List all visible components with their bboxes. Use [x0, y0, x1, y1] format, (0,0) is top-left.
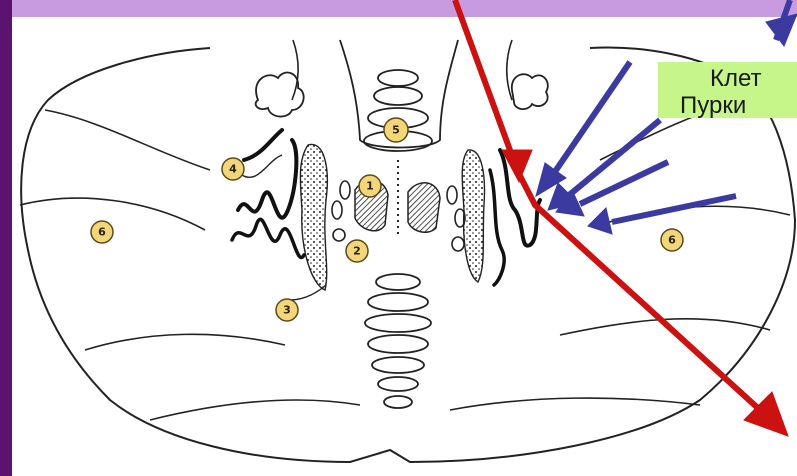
- marker-6-right-label: 6: [668, 234, 676, 247]
- left-folia-ribbon: [238, 130, 296, 218]
- left-fissure-upper: [45, 110, 210, 170]
- marker-5-label: 5: [392, 124, 400, 137]
- marker-4-label: 4: [229, 163, 237, 176]
- label-line-2: Пурки: [680, 92, 746, 120]
- marker-4: 4: [222, 158, 244, 180]
- marker-2-label: 2: [353, 245, 361, 258]
- marker-6-left-label: 6: [98, 226, 106, 239]
- right-folia-ribbon-2: [490, 170, 504, 285]
- right-nucleus-oval-3: [452, 237, 464, 251]
- left-dotted-band: [300, 144, 327, 290]
- purkinje-cell-label-box: Клет Пурки: [658, 62, 797, 118]
- right-nucleus-oval-1: [447, 186, 457, 204]
- marker-6-right: 6: [661, 229, 683, 251]
- marker-1-label: 1: [366, 180, 374, 193]
- left-nucleus-oval-2: [332, 201, 342, 219]
- marker-1: 1: [359, 175, 381, 197]
- marker-3: 3: [276, 299, 298, 321]
- right-flocculus: [512, 74, 548, 109]
- blue-arrow-4-head: [588, 208, 612, 234]
- blue-arrow-4: [612, 196, 736, 222]
- brainstem-oval-1: [378, 70, 418, 86]
- right-dentate-block: [408, 183, 440, 232]
- vermis-fold-5: [372, 357, 424, 373]
- marker-3-label: 3: [283, 304, 291, 317]
- blue-arrow-3: [580, 162, 668, 204]
- right-dotted-band: [462, 150, 484, 282]
- left-fissure-lower: [85, 334, 285, 350]
- left-fissure-bottom: [150, 400, 360, 420]
- brainstem-oval-2: [374, 87, 422, 105]
- right-top-stem: [507, 40, 512, 100]
- right-fissure-bottom: [450, 398, 700, 410]
- left-nucleus-oval-3: [333, 229, 345, 241]
- left-fissure-mid: [20, 198, 205, 230]
- left-top-stem: [292, 40, 298, 100]
- blue-arrow-top-head: [766, 14, 797, 46]
- label-line-1: Клет: [710, 65, 762, 93]
- left-flocculus: [256, 73, 304, 117]
- vermis-fold-7: [384, 396, 412, 408]
- vermis-fold-4: [368, 335, 428, 353]
- left-folia-ribbon-2: [232, 219, 304, 257]
- blue-arrow-1: [552, 62, 630, 176]
- marker-2: 2: [346, 240, 368, 262]
- left-nucleus-oval-1: [340, 181, 350, 199]
- vermis-fold-2: [368, 293, 428, 311]
- marker-5: 5: [384, 118, 408, 142]
- vermis-fold-6: [378, 377, 418, 391]
- marker-6-left: 6: [91, 221, 113, 243]
- vermis-fold-1: [376, 274, 420, 290]
- vermis-fold-3: [365, 314, 431, 332]
